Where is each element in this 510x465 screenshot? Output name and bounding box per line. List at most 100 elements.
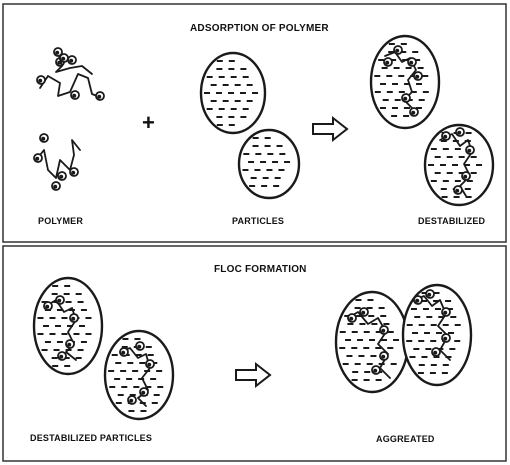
chain-bead-core bbox=[457, 131, 461, 135]
polymer-chain-icon bbox=[34, 134, 80, 190]
chain-bead-core bbox=[433, 351, 437, 355]
dash-mark bbox=[347, 323, 353, 325]
dash-mark bbox=[351, 347, 357, 349]
dash-mark bbox=[132, 370, 138, 372]
dash-mark bbox=[55, 325, 61, 327]
dash-mark bbox=[228, 116, 234, 118]
chain-bead-core bbox=[463, 175, 467, 179]
dash-mark bbox=[52, 365, 58, 367]
label-particles: PARTICLES bbox=[232, 216, 284, 226]
dash-mark bbox=[54, 349, 60, 351]
dash-mark bbox=[255, 153, 261, 155]
section-title-adsorption: ADSORPTION OF POLYMER bbox=[190, 23, 329, 34]
dash-mark bbox=[425, 348, 431, 350]
dash-mark bbox=[127, 362, 133, 364]
dash-mark bbox=[447, 172, 453, 174]
dash-mark bbox=[240, 92, 246, 94]
dash-mark bbox=[216, 116, 222, 118]
dash-mark bbox=[217, 60, 223, 62]
dash-mark bbox=[435, 308, 441, 310]
dash-mark bbox=[134, 338, 140, 340]
chain-bead-core bbox=[147, 363, 151, 367]
chain-bead-core bbox=[55, 51, 59, 55]
dash-mark bbox=[454, 196, 460, 198]
dash-mark bbox=[352, 331, 358, 333]
chain-bead-core bbox=[349, 317, 353, 321]
dash-mark bbox=[450, 316, 456, 318]
dash-mark bbox=[81, 309, 87, 311]
dash-mark bbox=[387, 347, 393, 349]
chain-bead-core bbox=[59, 355, 63, 359]
particle-icon bbox=[239, 130, 299, 198]
dash-mark bbox=[249, 185, 255, 187]
dash-mark bbox=[392, 107, 398, 109]
dash-mark bbox=[419, 364, 425, 366]
dash-mark bbox=[148, 354, 154, 356]
chain-bead-core bbox=[137, 345, 141, 349]
chain-bead-core bbox=[121, 351, 125, 355]
dash-mark bbox=[37, 317, 43, 319]
dash-mark bbox=[370, 355, 376, 357]
dash-mark bbox=[64, 293, 70, 295]
dash-mark bbox=[118, 394, 124, 396]
dash-mark bbox=[374, 75, 380, 77]
dash-mark bbox=[275, 177, 281, 179]
arrow-shape bbox=[236, 364, 270, 386]
dash-mark bbox=[471, 156, 477, 158]
label-destabilized-particles: DESTABILIZED PARTICLES bbox=[30, 433, 152, 443]
dash-mark bbox=[217, 124, 223, 126]
chain-bead-core bbox=[455, 189, 459, 193]
dash-mark bbox=[414, 316, 420, 318]
chain-bead-core bbox=[403, 97, 407, 101]
dash-mark bbox=[229, 124, 235, 126]
dash-mark bbox=[42, 349, 48, 351]
dash-mark bbox=[254, 169, 260, 171]
dash-mark bbox=[447, 156, 453, 158]
dash-mark bbox=[261, 185, 267, 187]
plus-sign: + bbox=[142, 110, 155, 136]
dash-mark bbox=[418, 67, 424, 69]
dash-mark bbox=[466, 132, 472, 134]
dash-mark bbox=[452, 164, 458, 166]
dash-mark bbox=[412, 332, 418, 334]
dash-mark bbox=[389, 43, 395, 45]
dash-mark bbox=[266, 169, 272, 171]
dash-mark bbox=[112, 354, 118, 356]
dash-mark bbox=[421, 356, 427, 358]
dash-mark bbox=[81, 341, 87, 343]
dash-mark bbox=[263, 177, 269, 179]
dash-mark bbox=[382, 67, 388, 69]
dash-mark bbox=[391, 115, 397, 117]
dash-mark bbox=[231, 76, 237, 78]
dash-mark bbox=[424, 332, 430, 334]
dash-mark bbox=[431, 180, 437, 182]
dash-mark bbox=[66, 301, 72, 303]
dash-mark bbox=[403, 115, 409, 117]
dash-mark bbox=[379, 307, 385, 309]
dash-mark bbox=[345, 339, 351, 341]
chain-bead-core bbox=[45, 305, 49, 309]
dash-mark bbox=[265, 137, 271, 139]
dash-mark bbox=[76, 357, 82, 359]
dash-mark bbox=[399, 91, 405, 93]
dash-mark bbox=[419, 324, 425, 326]
dash-mark bbox=[219, 76, 225, 78]
dash-mark bbox=[422, 75, 428, 77]
dash-mark bbox=[418, 340, 424, 342]
dash-mark bbox=[339, 347, 345, 349]
dash-mark bbox=[363, 347, 369, 349]
dash-mark bbox=[406, 340, 412, 342]
dash-mark bbox=[364, 331, 370, 333]
chain-bead-core bbox=[129, 399, 133, 403]
label-polymer: POLYMER bbox=[38, 216, 83, 226]
chain-bead-core bbox=[385, 61, 389, 65]
label-aggregated: AGGREATED bbox=[376, 434, 435, 444]
dash-mark bbox=[412, 51, 418, 53]
dash-mark bbox=[394, 67, 400, 69]
dash-mark bbox=[126, 378, 132, 380]
dash-mark bbox=[386, 75, 392, 77]
chain-bead-core bbox=[38, 79, 42, 83]
dash-mark bbox=[369, 339, 375, 341]
chain-bead-core bbox=[35, 157, 39, 161]
